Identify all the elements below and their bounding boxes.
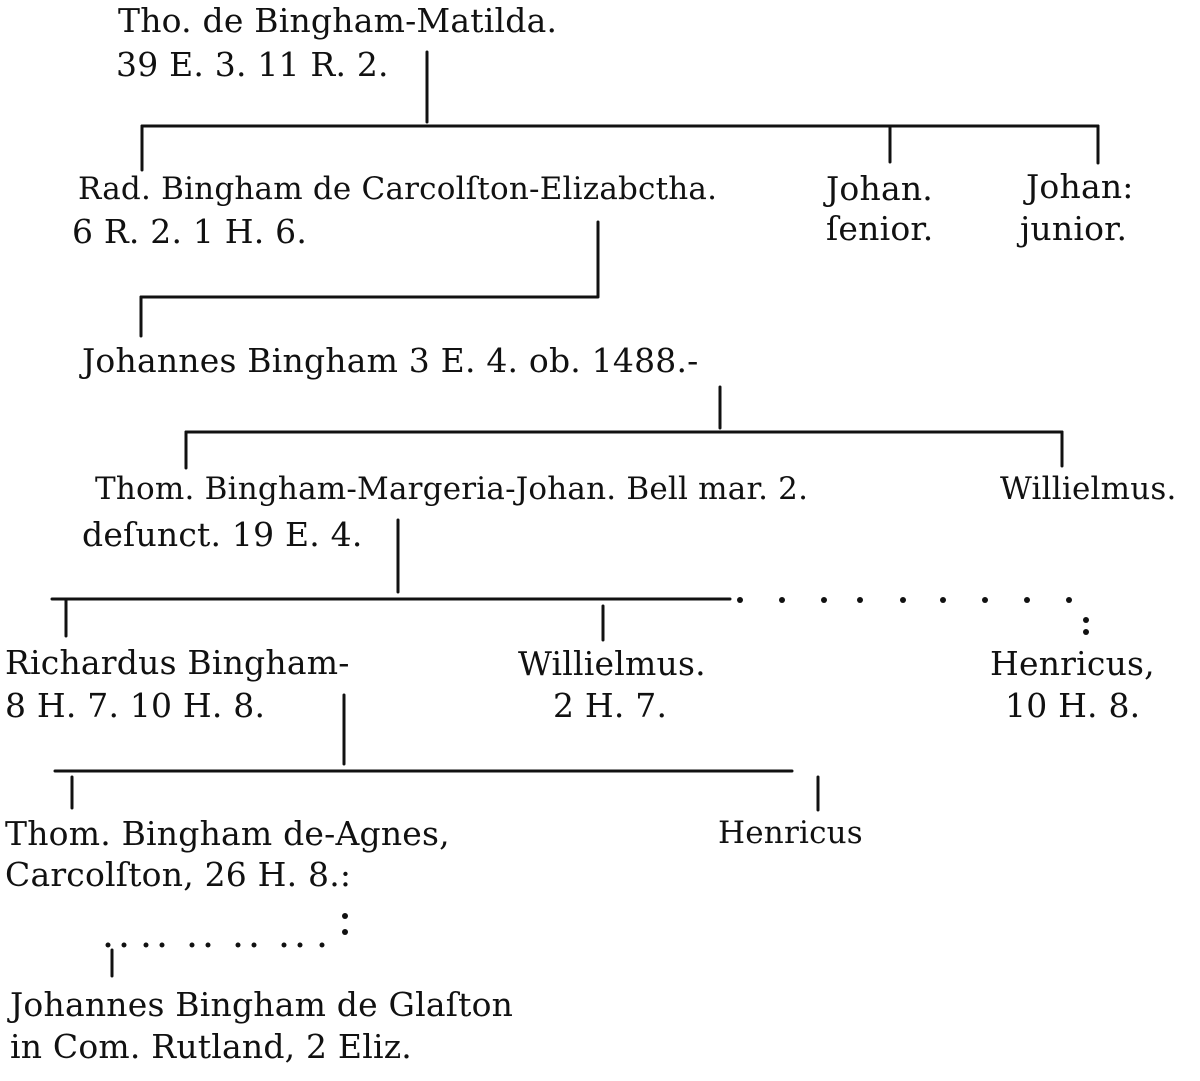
person-name: Tho. de Bingham-Matilda.: [118, 1, 558, 40]
person-dates: in Com. Rutland, 2 Eliz.: [10, 1027, 412, 1066]
person-dates: Carcolſton, 26 H. 8.:: [5, 855, 352, 894]
person-name: Willielmus.: [518, 644, 706, 683]
person-name: Henricus: [718, 815, 863, 851]
person-name: Willielmus.: [1000, 471, 1177, 507]
person-name: Thom. Bingham de-Agnes,: [5, 814, 450, 853]
person-name: Johannes Bingham 3 E. 4. ob. 1488.-: [82, 341, 699, 380]
dotted-bar: [105, 913, 348, 948]
person-name: Henricus,: [990, 644, 1155, 683]
person-name: Johannes Bingham de Glaſton: [10, 985, 514, 1024]
person-name: Johan:: [1026, 167, 1134, 206]
person-name: Rad. Bingham de Carcolſton-Elizabctha.: [78, 171, 718, 207]
person-dates: junior.: [1020, 209, 1128, 248]
person-dates: deſunct. 19 E. 4.: [82, 515, 363, 554]
person-dates: 6 R. 2. 1 H. 6.: [72, 212, 308, 251]
person-dates: 10 H. 8.: [1005, 686, 1141, 725]
person-dates: 8 H. 7. 10 H. 8.: [5, 686, 266, 725]
person-name: Richardus Bingham-: [5, 643, 350, 682]
person-dates: 2 H. 7.: [553, 686, 668, 725]
person-name: Johan.: [826, 169, 933, 208]
person-dates: ſenior.: [826, 209, 934, 248]
person-name: Thom. Bingham-Margeria-Johan. Bell mar. …: [95, 471, 809, 507]
dotted-bar: [737, 597, 1089, 635]
person-dates: 39 E. 3. 11 R. 2.: [116, 45, 389, 84]
